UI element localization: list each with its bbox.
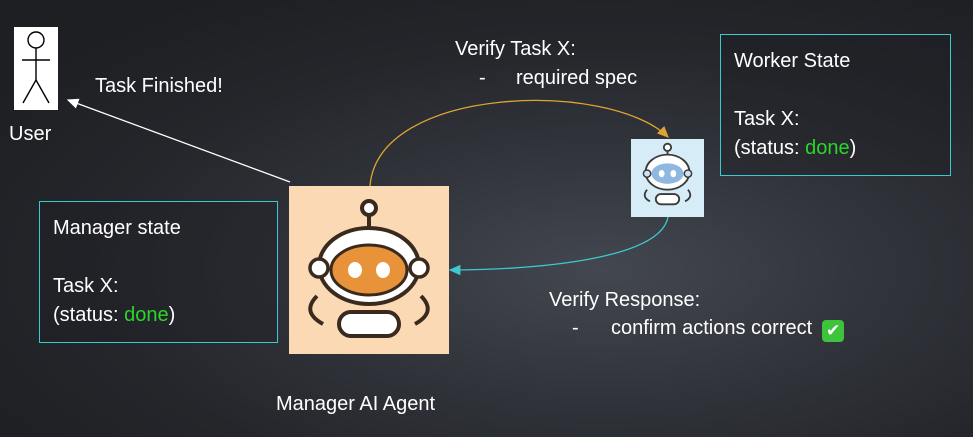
status-done: done: [124, 304, 169, 326]
manager-state-box: Manager state Task X: (status: done): [39, 201, 278, 343]
worker-state-title: Worker State: [734, 50, 851, 72]
check-mark-icon: ✔: [822, 320, 845, 342]
request-bullet: -: [479, 67, 486, 89]
user-label: User: [9, 123, 52, 145]
manager-robot-icon: [308, 199, 430, 338]
status-prefix: (status:: [53, 304, 125, 326]
request-arrow: [369, 99, 669, 187]
response-item-text: confirm actions correct: [611, 317, 813, 339]
response-title: Verify Response:: [549, 289, 701, 311]
worker-state-box: Worker State Task X: (status: done): [720, 34, 951, 176]
status-prefix: (status:: [734, 137, 806, 159]
request-item: required spec: [516, 67, 638, 89]
status-suffix: ): [849, 137, 857, 159]
manager-task: Task X:: [53, 275, 119, 297]
request-title: Verify Task X:: [455, 38, 576, 60]
user-figure: [14, 27, 58, 110]
manager-status: (status: done): [53, 302, 175, 328]
stick-figure-icon: [22, 31, 50, 104]
manager-state-title: Manager state: [53, 217, 181, 239]
response-arrow: [448, 216, 669, 276]
status-done: done: [805, 137, 850, 159]
response-item: confirm actions correct ✔: [611, 315, 845, 342]
worker-status: (status: done): [734, 135, 856, 161]
worker-task: Task X:: [734, 108, 800, 130]
user-arrow: [66, 98, 291, 183]
task-finished-label: Task Finished!: [95, 75, 223, 97]
worker-robot-tile: [631, 139, 704, 217]
worker-robot-icon: [642, 142, 693, 206]
manager-agent-label: Manager AI Agent: [276, 393, 436, 415]
manager-robot-tile: [289, 186, 449, 354]
response-bullet: -: [572, 317, 579, 339]
status-suffix: ): [168, 304, 176, 326]
